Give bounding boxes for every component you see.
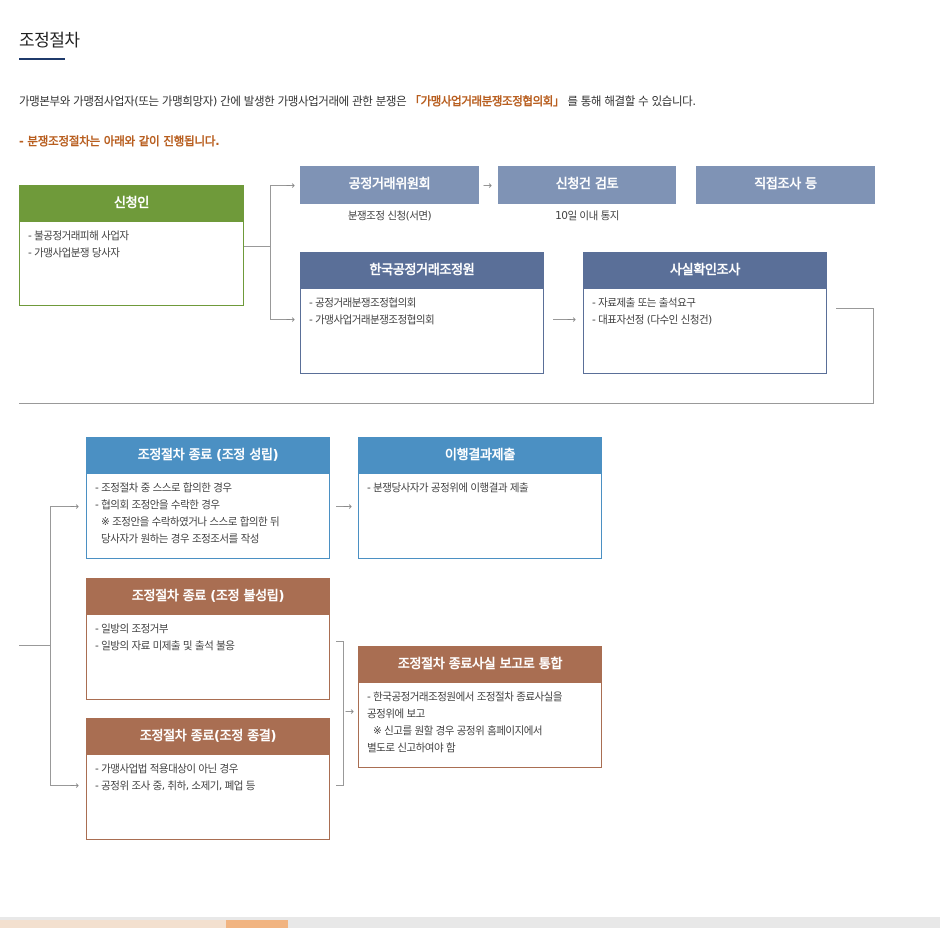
end-success-title: 조정절차 종료 (조정 성립) (87, 438, 329, 474)
end-success-note: 당사자가 원하는 경우 조정조서를 작성 (101, 533, 259, 545)
connector-line (336, 506, 348, 507)
unified-items: - 한국공정거래조정원에서 조정절차 종료사실을 공정위에 보고 ※ 신고를 원… (359, 683, 601, 763)
unified-note: ※ 신고를 원할 경우 공정위 홈페이지에서 (373, 725, 543, 737)
process-notice: - 분쟁조정절차는 아래와 같이 진행됩니다. (19, 134, 220, 148)
report-box: 이행결과제출 - 분쟁당사자가 공정위에 이행결과 제출 (358, 437, 602, 559)
end-terminate-title: 조정절차 종료(조정 종결) (87, 719, 329, 755)
applicant-title: 신청인 (20, 186, 243, 222)
unified-item: 공정위에 보고 (367, 708, 425, 720)
factcheck-item: - 자료제출 또는 출석요구 (592, 297, 696, 309)
kofair-items: - 공정거래분쟁조정협의회 - 가맹사업거래분쟁조정협의회 (301, 289, 543, 335)
end-terminate-item: - 가맹사업법 적용대상이 아닌 경우 (95, 763, 238, 775)
connector-line (336, 641, 344, 642)
applicant-box: 신청인 - 불공정거래피해 사업자 - 가맹사업분쟁 당사자 (19, 185, 244, 306)
connector-line (270, 185, 290, 186)
connector-line (336, 785, 344, 786)
unified-title: 조정절차 종료사실 보고로 통합 (359, 647, 601, 683)
kofair-box: 한국공정거래조정원 - 공정거래분쟁조정협의회 - 가맹사업거래분쟁조정협의회 (300, 252, 544, 374)
arrow-right-icon: → (483, 179, 493, 192)
connector-line (50, 506, 74, 507)
end-fail-item: - 일방의 조정거부 (95, 623, 169, 635)
end-success-item: - 협의회 조정안을 수락한 경우 (95, 499, 220, 511)
connector-line (19, 403, 874, 404)
factcheck-items: - 자료제출 또는 출석요구 - 대표자선정 (다수인 신청건) (584, 289, 826, 335)
connector-line (836, 308, 874, 309)
arrow-right-icon: → (286, 313, 296, 326)
applicant-item: - 가맹사업분쟁 당사자 (28, 247, 120, 259)
intro-text-b: 를 통해 해결할 수 있습니다. (564, 94, 696, 108)
kofair-item: - 가맹사업거래분쟁조정협의회 (309, 314, 435, 326)
ftc-banner: 공정거래위원회 (300, 166, 479, 204)
kofair-item: - 공정거래분쟁조정협의회 (309, 297, 416, 309)
unified-box: 조정절차 종료사실 보고로 통합 - 한국공정거래조정원에서 조정절차 종료사실… (358, 646, 602, 768)
unified-item: - 한국공정거래조정원에서 조정절차 종료사실을 (367, 691, 563, 703)
review-subtext: 10일 이내 통지 (555, 210, 619, 222)
end-fail-box: 조정절차 종료 (조정 불성립) - 일방의 조정거부 - 일방의 자료 미제출… (86, 578, 330, 700)
connector-line (50, 785, 74, 786)
end-success-note: ※ 조정안을 수락하였거나 스스로 합의한 뒤 (101, 516, 280, 528)
ftc-subtext: 분쟁조정 신청(서면) (347, 210, 432, 222)
title-underline (19, 58, 65, 60)
arrow-right-icon: → (70, 779, 80, 792)
intro-highlight: 「가맹사업거래분쟁조정협의회」 (409, 94, 565, 108)
report-items: - 분쟁당사자가 공정위에 이행결과 제출 (359, 474, 601, 503)
intro-text-a: 가맹본부와 가맹점사업자(또는 가맹희망자) 간에 발생한 가맹사업거래에 관한… (19, 94, 410, 108)
report-item: - 분쟁당사자가 공정위에 이행결과 제출 (367, 482, 529, 494)
arrow-right-icon: → (343, 500, 353, 513)
arrow-right-icon: → (70, 500, 80, 513)
end-terminate-item: - 공정위 조사 중, 취하, 소제기, 폐업 등 (95, 780, 255, 792)
end-success-items: - 조정절차 중 스스로 합의한 경우 - 협의회 조정안을 수락한 경우 ※ … (87, 474, 329, 554)
end-fail-title: 조정절차 종료 (조정 불성립) (87, 579, 329, 615)
page-title: 조정절차 (19, 31, 80, 51)
scrollbar-thumb[interactable] (226, 920, 288, 928)
applicant-item: - 불공정거래피해 사업자 (28, 230, 129, 242)
applicant-items: - 불공정거래피해 사업자 - 가맹사업분쟁 당사자 (20, 222, 243, 268)
end-fail-items: - 일방의 조정거부 - 일방의 자료 미제출 및 출석 불응 (87, 615, 329, 661)
connector-line (270, 185, 271, 319)
arrow-right-icon: → (345, 705, 355, 718)
report-title: 이행결과제출 (359, 438, 601, 474)
factcheck-box: 사실확인조사 - 자료제출 또는 출석요구 - 대표자선정 (다수인 신청건) (583, 252, 827, 374)
scrollbar-track-segment (0, 920, 226, 928)
intro-text: 가맹본부와 가맹점사업자(또는 가맹희망자) 간에 발생한 가맹사업거래에 관한… (19, 91, 879, 111)
factcheck-item: - 대표자선정 (다수인 신청건) (592, 314, 712, 326)
arrow-right-icon: → (567, 313, 577, 326)
connector-line (270, 319, 290, 320)
kofair-title: 한국공정거래조정원 (301, 253, 543, 289)
investigation-banner: 직접조사 등 (696, 166, 875, 204)
unified-note: 별도로 신고하여야 함 (367, 742, 456, 754)
connector-line (553, 319, 571, 320)
factcheck-title: 사실확인조사 (584, 253, 826, 289)
end-success-box: 조정절차 종료 (조정 성립) - 조정절차 중 스스로 합의한 경우 - 협의… (86, 437, 330, 559)
arrow-right-icon: → (286, 179, 296, 192)
review-banner: 신청건 검토 (498, 166, 676, 204)
connector-line (343, 641, 344, 786)
connector-line (19, 645, 50, 646)
end-terminate-items: - 가맹사업법 적용대상이 아닌 경우 - 공정위 조사 중, 취하, 소제기,… (87, 755, 329, 801)
connector-line (873, 308, 874, 404)
connector-line (50, 506, 51, 785)
end-terminate-box: 조정절차 종료(조정 종결) - 가맹사업법 적용대상이 아닌 경우 - 공정위… (86, 718, 330, 840)
end-fail-item: - 일방의 자료 미제출 및 출석 불응 (95, 640, 235, 652)
horizontal-scrollbar[interactable] (0, 917, 940, 928)
connector-line (244, 246, 270, 247)
end-success-item: - 조정절차 중 스스로 합의한 경우 (95, 482, 232, 494)
